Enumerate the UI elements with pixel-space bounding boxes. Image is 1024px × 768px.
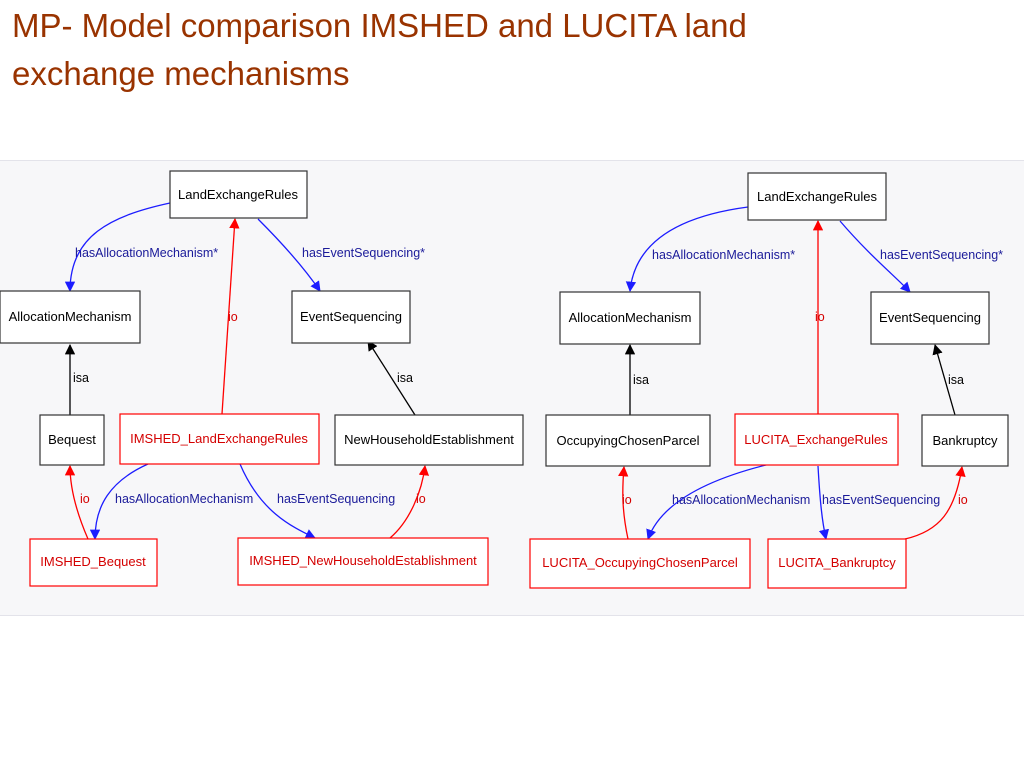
lucita-node-lucita-exchangerules[interactable]: LUCITA_ExchangeRules (734, 413, 899, 466)
edge-label-has-event-star: hasEventSequencing* (302, 246, 425, 260)
imshed-nodes: LandExchangeRules AllocationMechanism Ev… (0, 170, 524, 587)
node-label: LUCITA_Bankruptcy (778, 555, 896, 570)
node-label: EventSequencing (879, 310, 981, 325)
imshed-node-eventsequencing[interactable]: EventSequencing (291, 290, 411, 344)
imshed-edge-isa-event (367, 340, 416, 416)
edge-label-io: io (228, 310, 238, 324)
imshed-edges (64, 202, 430, 541)
lucita-node-eventsequencing[interactable]: EventSequencing (870, 291, 990, 345)
edge-label-isa: isa (73, 371, 89, 385)
edge-label-has-event: hasEventSequencing (822, 493, 940, 507)
lucita-edge-isa-event (932, 344, 956, 416)
imshed-edge-labels: hasAllocationMechanism* hasEventSequenci… (73, 246, 426, 506)
edge-label-has-event-star: hasEventSequencing* (880, 248, 1003, 262)
imshed-node-imshed-bequest[interactable]: IMSHED_Bequest (29, 538, 158, 587)
edge-label-io: io (958, 493, 968, 507)
node-label: Bequest (48, 432, 96, 447)
edge-label-has-event: hasEventSequencing (277, 492, 395, 506)
edge-label-isa: isa (633, 373, 649, 387)
edge-label-io: io (80, 492, 90, 506)
imshed-edge-has-allocation (89, 463, 149, 541)
lucita-edge-io-occupying (618, 465, 629, 540)
node-label: Bankruptcy (932, 433, 998, 448)
imshed-edge-has-event-star (257, 218, 321, 292)
lucita-node-lucita-occupyingchosenparcel[interactable]: LUCITA_OccupyingChosenParcel (529, 538, 751, 589)
edge-label-io: io (416, 492, 426, 506)
node-label: AllocationMechanism (9, 309, 132, 324)
lucita-node-landexchangerules[interactable]: LandExchangeRules (747, 172, 887, 221)
edge-label-has-allocation: hasAllocationMechanism (672, 493, 810, 507)
lucita-node-allocationmechanism[interactable]: AllocationMechanism (559, 291, 701, 345)
ontology-diagram: LandExchangeRules AllocationMechanism Ev… (0, 170, 1009, 589)
lucita-nodes: LandExchangeRules AllocationMechanism Ev… (529, 172, 1009, 589)
imshed-edge-io-newhouse (389, 464, 430, 539)
edge-label-has-allocation: hasAllocationMechanism (115, 492, 253, 506)
imshed-edge-io-bequest (64, 464, 89, 540)
lucita-node-lucita-bankruptcy[interactable]: LUCITA_Bankruptcy (767, 538, 907, 589)
node-label: IMSHED_NewHouseholdEstablishment (249, 553, 477, 568)
node-label: IMSHED_Bequest (40, 554, 146, 569)
edge-label-has-allocation-star: hasAllocationMechanism* (75, 246, 218, 260)
lucita-edge-labels: hasAllocationMechanism* hasEventSequenci… (622, 248, 1003, 507)
imshed-edge-has-event (239, 463, 316, 539)
imshed-node-bequest[interactable]: Bequest (39, 414, 105, 466)
imshed-node-allocationmechanism[interactable]: AllocationMechanism (0, 290, 141, 344)
lucita-node-bankruptcy[interactable]: Bankruptcy (921, 414, 1009, 467)
node-label: LandExchangeRules (757, 189, 877, 204)
slide-title-line-2: exchange mechanisms (12, 55, 350, 92)
lucita-edge-has-event-star (839, 220, 911, 293)
imshed-node-imshed-newhouseholdestablishment[interactable]: IMSHED_NewHouseholdEstablishment (237, 537, 489, 586)
imshed-node-newhouseholdestablishment[interactable]: NewHouseholdEstablishment (334, 414, 524, 466)
node-label: OccupyingChosenParcel (556, 433, 699, 448)
node-label: IMSHED_LandExchangeRules (130, 431, 308, 446)
node-label: EventSequencing (300, 309, 402, 324)
node-label: NewHouseholdEstablishment (344, 432, 514, 447)
node-label: AllocationMechanism (569, 310, 692, 325)
edge-label-io: io (815, 310, 825, 324)
node-label: LUCITA_ExchangeRules (744, 432, 888, 447)
lucita-edge-io-bankruptcy (904, 465, 966, 540)
node-label: LUCITA_OccupyingChosenParcel (542, 555, 738, 570)
lucita-edges (618, 206, 966, 541)
imshed-node-imshed-landexchangerules[interactable]: IMSHED_LandExchangeRules (119, 413, 320, 465)
edge-label-io: io (622, 493, 632, 507)
lucita-edge-has-allocation (646, 463, 771, 540)
lucita-edge-has-event (817, 465, 830, 541)
lucita-edge-has-allocation-star (625, 206, 749, 293)
edge-label-isa: isa (948, 373, 964, 387)
slide-title: MP- Model comparison IMSHED and LUCITA l… (12, 2, 1012, 98)
imshed-edge-io-rules (221, 217, 240, 415)
node-label: LandExchangeRules (178, 187, 298, 202)
imshed-node-landexchangerules[interactable]: LandExchangeRules (169, 170, 308, 219)
lucita-node-occupyingchosenparcel[interactable]: OccupyingChosenParcel (545, 414, 711, 467)
edge-label-isa: isa (397, 371, 413, 385)
imshed-edge-has-allocation-star (64, 202, 171, 293)
ontology-diagram-panel: LandExchangeRules AllocationMechanism Ev… (0, 160, 1024, 616)
slide-title-line-1: MP- Model comparison IMSHED and LUCITA l… (12, 7, 747, 44)
edge-label-has-allocation-star: hasAllocationMechanism* (652, 248, 795, 262)
